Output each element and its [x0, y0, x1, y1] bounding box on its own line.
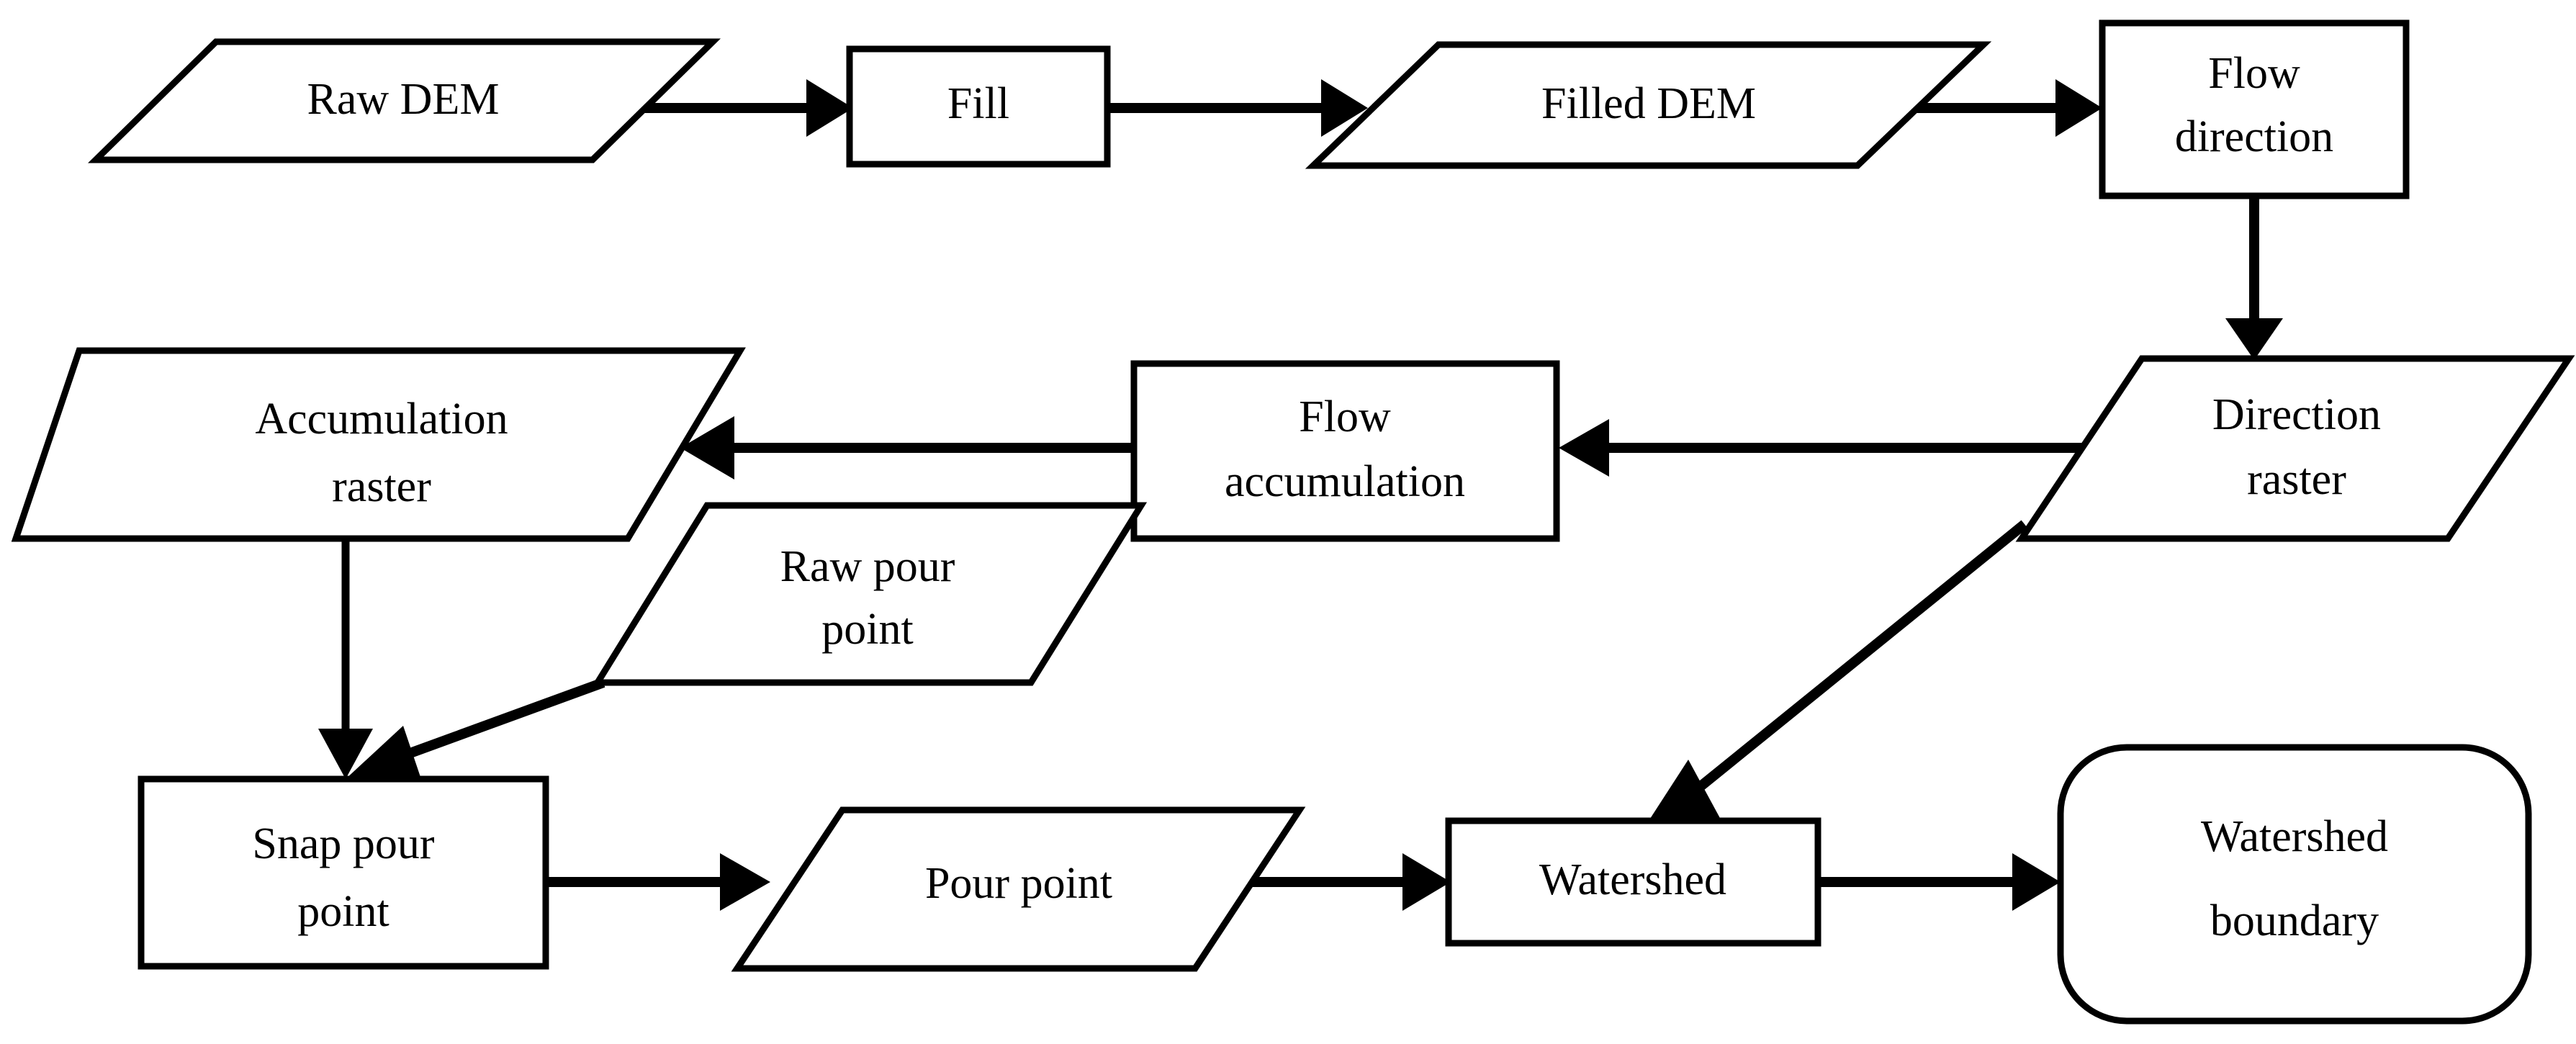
node-raw-dem-label: Raw DEM: [307, 75, 500, 124]
node-watershed-boundary[interactable]: Watershed boundary: [2057, 744, 2532, 1025]
edge-direction-raster-to-watershed: [1649, 520, 2028, 821]
node-watershed-label: Watershed: [1539, 855, 1726, 904]
node-watershed[interactable]: Watershed: [1445, 817, 1821, 947]
edge-flow-accumulation-to-accumulation-raster: [680, 416, 1134, 480]
edge-accumulation-raster-to-snap-pour-point: [318, 539, 373, 779]
node-pour-point-label: Pour point: [925, 859, 1112, 908]
node-accumulation-raster[interactable]: Accumulation raster: [11, 347, 746, 542]
node-flow-direction[interactable]: Flow direction: [2099, 19, 2410, 199]
node-filled-dem[interactable]: Filled DEM: [1305, 41, 1992, 169]
node-pour-point[interactable]: Pour point: [731, 806, 1306, 972]
node-direction-raster-label-line2: raster: [2247, 455, 2346, 504]
node-direction-raster-label-line1: Direction: [2212, 390, 2381, 439]
edge-flow-direction-to-direction-raster: [2225, 196, 2283, 360]
node-direction-raster[interactable]: Direction raster: [2015, 355, 2575, 542]
node-raw-pour-point[interactable]: Raw pour point: [591, 502, 1148, 686]
node-snap-pour-point-label-line1: Snap pour: [252, 819, 435, 868]
node-raw-pour-point-label-line2: point: [821, 605, 913, 654]
node-flow-accumulation-label-line1: Flow: [1299, 392, 1391, 441]
node-accumulation-raster-label-line1: Accumulation: [255, 395, 508, 444]
node-watershed-boundary-label-line2: boundary: [2210, 896, 2379, 945]
node-snap-pour-point[interactable]: Snap pour point: [138, 775, 549, 970]
edge-filled-dem-to-flow-direction: [1901, 79, 2102, 137]
edge-pour-point-to-watershed: [1253, 853, 1451, 911]
node-flow-accumulation-label-line2: accumulation: [1225, 457, 1465, 506]
edge-snap-pour-point-to-pour-point: [544, 853, 770, 911]
node-fill-label: Fill: [947, 79, 1009, 128]
edge-watershed-to-watershed-boundary: [1818, 853, 2061, 911]
node-accumulation-raster-label-line2: raster: [332, 462, 431, 511]
edge-fill-to-filled-dem: [1107, 79, 1368, 137]
edge-raw-dem-to-fill: [634, 79, 853, 137]
node-raw-dem[interactable]: Raw DEM: [87, 38, 721, 163]
node-snap-pour-point-label-line2: point: [297, 887, 389, 936]
node-flow-direction-label-line1: Flow: [2208, 49, 2300, 98]
node-flow-accumulation[interactable]: Flow accumulation: [1130, 360, 1560, 542]
node-flow-direction-label-line2: direction: [2175, 112, 2333, 161]
node-filled-dem-label: Filled DEM: [1541, 79, 1756, 128]
edge-raw-pour-point-to-snap-pour-point: [346, 678, 605, 779]
node-watershed-boundary-label-line1: Watershed: [2201, 812, 2388, 861]
edge-direction-raster-to-flow-accumulation: [1559, 419, 2160, 477]
node-raw-pour-point-label-line1: Raw pour: [780, 542, 955, 591]
node-fill[interactable]: Fill: [846, 45, 1111, 168]
